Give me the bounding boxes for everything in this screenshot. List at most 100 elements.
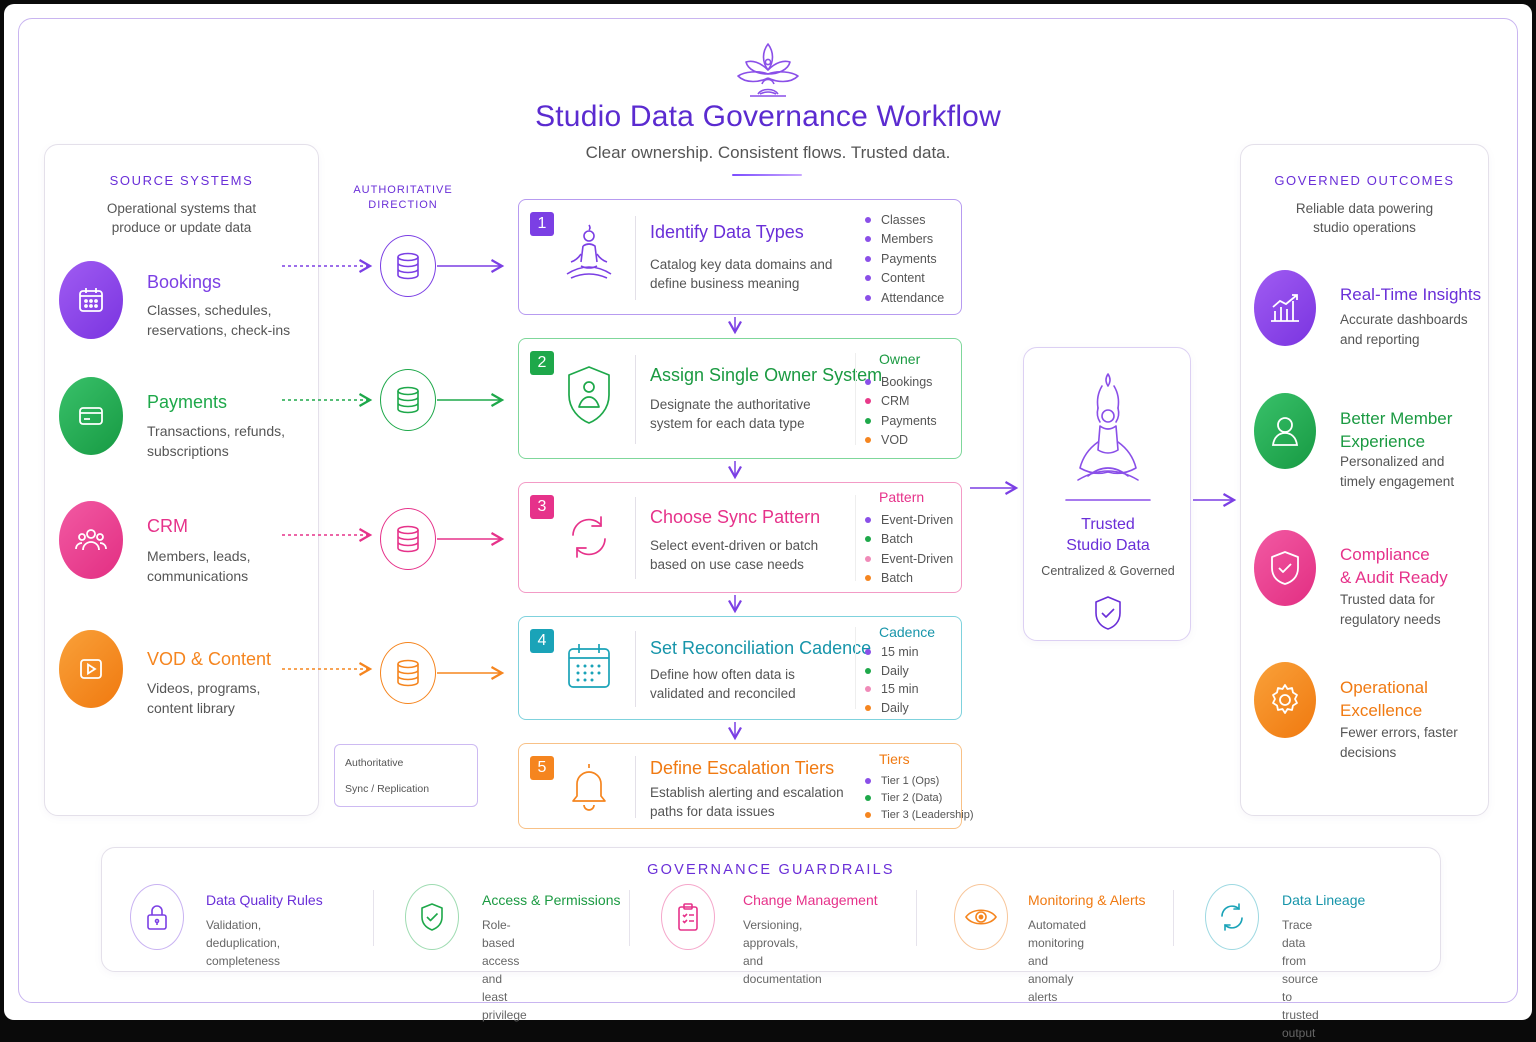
trusted-title: Trusted Studio Data bbox=[1066, 516, 1150, 554]
outcome-title: Better Member Experience bbox=[1340, 409, 1453, 451]
clipboard-icon bbox=[661, 884, 715, 950]
source-title-vod: VOD & Content bbox=[147, 649, 272, 669]
list-item: Tier 2 (Data) bbox=[865, 789, 974, 806]
step-number: 3 bbox=[530, 495, 554, 519]
credit-card-icon bbox=[59, 377, 123, 455]
list-item-label: Tier 2 (Data) bbox=[881, 791, 943, 804]
step-description: Select event-driven or batch based on us… bbox=[650, 538, 819, 572]
outcome-title: Compliance & Audit Ready bbox=[1340, 545, 1448, 587]
yoga-pose-icon bbox=[1058, 372, 1158, 502]
list-item: Bookings bbox=[865, 372, 937, 392]
list-item: Daily bbox=[865, 699, 919, 718]
play-video-icon bbox=[59, 630, 123, 708]
step-divider bbox=[855, 353, 856, 445]
list-item: Tier 1 (Ops) bbox=[865, 772, 974, 789]
step-list: Classes Members Payments Content Attenda… bbox=[865, 210, 944, 308]
bar-chart-icon bbox=[1254, 270, 1316, 346]
database-icon bbox=[380, 369, 436, 431]
list-item-label: 15 min bbox=[881, 645, 919, 660]
step-list-heading: Pattern bbox=[879, 489, 925, 505]
page-title: Studio Data Governance Workflow bbox=[535, 100, 1001, 133]
list-item: VOD bbox=[865, 431, 937, 451]
source-panel-description: Operational systems that produce or upda… bbox=[106, 201, 257, 235]
outcome-desc: Accurate dashboards and reporting bbox=[1340, 312, 1468, 347]
list-item-label: Content bbox=[881, 271, 925, 286]
step-number: 1 bbox=[530, 212, 554, 236]
outcome-desc: Personalized and timely engagement bbox=[1340, 454, 1455, 489]
source-title-bookings: Bookings bbox=[147, 272, 222, 292]
step-list: 15 min Daily 15 min Daily bbox=[865, 643, 919, 717]
bullet-dot bbox=[865, 575, 871, 582]
step-list: Event-Driven Batch Event-Driven Batch bbox=[865, 510, 953, 588]
trusted-data-card: Trusted Studio Data Centralized & Govern… bbox=[1023, 347, 1191, 641]
bullet-dot bbox=[865, 686, 871, 693]
bullet-dot bbox=[865, 417, 871, 424]
list-item: Tier 3 (Leadership) bbox=[865, 806, 974, 823]
bullet-dot bbox=[865, 794, 871, 801]
list-item-label: Bookings bbox=[881, 374, 933, 389]
step-divider bbox=[635, 216, 636, 300]
list-item: Event-Driven bbox=[865, 510, 953, 530]
list-item: Event-Driven bbox=[865, 549, 953, 569]
step-description: Catalog key data domains and define busi… bbox=[650, 257, 833, 291]
list-item: Classes bbox=[865, 210, 944, 230]
guardrail-title: Data Lineage bbox=[1282, 892, 1366, 908]
step-divider bbox=[855, 627, 856, 709]
lock-icon bbox=[130, 884, 184, 950]
guardrail-separator bbox=[629, 890, 630, 946]
step-list: Tier 1 (Ops) Tier 2 (Data) Tier 3 (Leade… bbox=[865, 772, 974, 823]
step-divider bbox=[635, 631, 636, 707]
bullet-dot bbox=[865, 236, 871, 243]
outcome-desc: Fewer errors, faster decisions bbox=[1340, 725, 1458, 760]
bullet-dot bbox=[865, 275, 871, 282]
guardrail-desc: Role-based access and least privilege bbox=[482, 918, 527, 1022]
list-item-label: Classes bbox=[881, 212, 926, 227]
guardrail-separator bbox=[373, 890, 374, 946]
page-subtitle: Clear ownership. Consistent flows. Trust… bbox=[585, 143, 951, 162]
list-item-label: Daily bbox=[881, 663, 909, 678]
step-escalation: 5 Define Escalation Tiers Establish aler… bbox=[518, 743, 974, 829]
outcome-title: Real-Time Insights bbox=[1340, 285, 1482, 304]
list-item: 15 min bbox=[865, 680, 919, 699]
meditation-person-icon bbox=[561, 222, 617, 290]
bullet-dot bbox=[865, 294, 871, 301]
legend-box: Authoritative Sync / Replication bbox=[334, 744, 478, 807]
bullet-dot bbox=[865, 777, 871, 784]
step-list-heading: Tiers bbox=[879, 751, 910, 767]
calendar-icon bbox=[59, 261, 123, 339]
step-divider bbox=[635, 355, 636, 444]
step-list: Bookings CRM Payments VOD bbox=[865, 372, 937, 450]
bullet-dot bbox=[865, 536, 871, 543]
bullet-dot bbox=[865, 811, 871, 818]
step-divider bbox=[635, 497, 636, 579]
refresh-icon bbox=[1205, 884, 1259, 950]
step-description: Define how often data is validated and r… bbox=[650, 667, 796, 701]
outcomes-panel-heading: GOVERNED OUTCOMES bbox=[1274, 173, 1455, 188]
list-item: Attendance bbox=[865, 288, 944, 308]
guardrail-title: Access & Permissions bbox=[482, 892, 621, 908]
database-icon bbox=[380, 508, 436, 570]
source-desc-vod: Videos, programs, content library bbox=[147, 680, 261, 716]
list-item: Daily bbox=[865, 662, 919, 681]
guardrail-desc: Versioning, approvals, and documentation bbox=[743, 918, 822, 986]
guardrail-desc: Trace data from source to trusted output bbox=[1282, 918, 1319, 1040]
list-item: Batch bbox=[865, 569, 953, 589]
database-icon bbox=[380, 642, 436, 704]
step-number: 2 bbox=[530, 351, 554, 375]
bullet-dot bbox=[865, 437, 871, 444]
outer-frame bbox=[18, 18, 1518, 1003]
source-desc-bookings: Classes, schedules, reservations, check-… bbox=[147, 302, 291, 338]
list-item-label: Payments bbox=[881, 251, 937, 266]
users-icon bbox=[59, 501, 123, 579]
bullet-dot bbox=[865, 378, 871, 385]
source-title-payments: Payments bbox=[147, 392, 228, 412]
list-item-label: CRM bbox=[881, 394, 910, 409]
outcome-title: Operational Excellence bbox=[1340, 678, 1428, 720]
step-list-heading: Owner bbox=[879, 351, 921, 367]
list-item-label: Attendance bbox=[881, 290, 945, 305]
database-icon bbox=[380, 235, 436, 297]
step-title: Assign Single Owner System bbox=[650, 365, 883, 385]
source-title-crm: CRM bbox=[147, 516, 188, 536]
list-item: Payments bbox=[865, 411, 937, 431]
bullet-dot bbox=[865, 255, 871, 262]
